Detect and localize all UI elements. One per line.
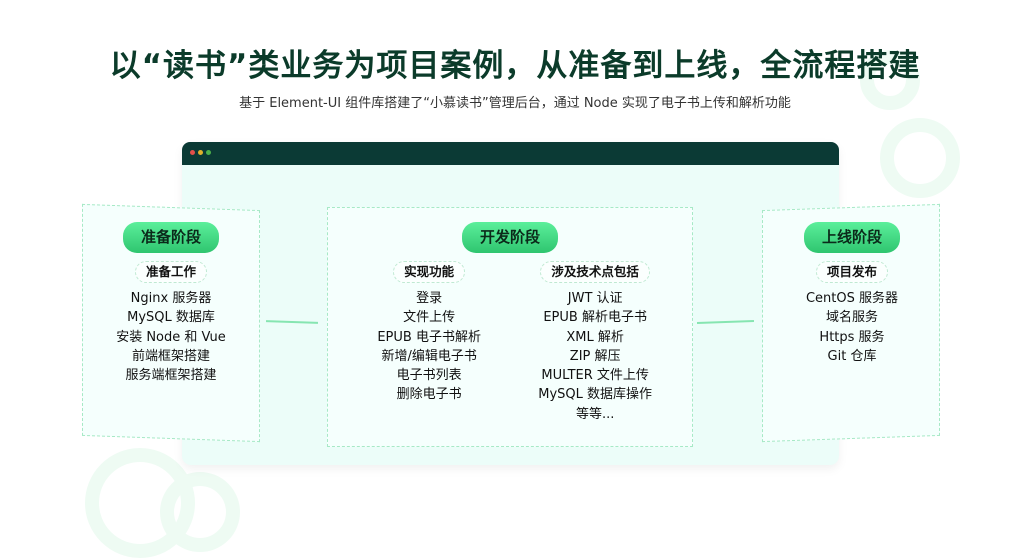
prep-phase-badge: 准备阶段 bbox=[122, 222, 219, 253]
launch-phase-badge: 上线阶段 bbox=[803, 222, 900, 253]
list-item: 新增/编辑电子书 bbox=[381, 348, 477, 364]
list-item: 安装 Node 和 Vue bbox=[116, 329, 226, 345]
prep-items-list: Nginx 服务器 MySQL 数据库 安装 Node 和 Vue 前端框架搭建… bbox=[95, 289, 247, 385]
list-item: 文件上传 bbox=[403, 310, 456, 326]
list-item: MySQL 数据库操作 bbox=[538, 387, 653, 403]
list-item: EPUB 电子书解析 bbox=[377, 329, 481, 345]
list-item: CentOS 服务器 bbox=[805, 291, 899, 306]
page-subtitle: 基于 Element-UI 组件库搭建了“小慕读书”管理后台，通过 Node 实… bbox=[239, 96, 791, 111]
prep-phase-content: 准备阶段 准备工作 Nginx 服务器 MySQL 数据库 安装 Node 和 … bbox=[95, 222, 247, 385]
list-item: 删除电子书 bbox=[396, 387, 462, 403]
list-item: 域名服务 bbox=[825, 310, 878, 326]
list-item: JWT 认证 bbox=[567, 291, 623, 306]
list-item: EPUB 解析电子书 bbox=[543, 310, 647, 326]
list-item: Nginx 服务器 bbox=[130, 291, 212, 306]
list-item: XML 解析 bbox=[566, 329, 624, 345]
window-titlebar bbox=[182, 142, 839, 165]
list-item: MULTER 文件上传 bbox=[541, 368, 649, 384]
list-item: MySQL 数据库 bbox=[127, 310, 215, 326]
dev-phase-badge: 开发阶段 bbox=[461, 222, 558, 253]
launch-items-list: CentOS 服务器 域名服务 Https 服务 Git 仓库 bbox=[776, 289, 928, 366]
list-item: 电子书列表 bbox=[396, 368, 462, 384]
maximize-dot-icon bbox=[206, 150, 211, 155]
decor-swirl-bottom-left-2 bbox=[160, 472, 240, 552]
tech-tag: 涉及技术点包括 bbox=[540, 261, 650, 283]
list-item: 等等... bbox=[575, 406, 615, 422]
release-tag: 项目发布 bbox=[815, 261, 888, 283]
list-item: 前端框架搭建 bbox=[131, 348, 210, 364]
prep-work-tag: 准备工作 bbox=[134, 261, 207, 283]
list-item: 登录 bbox=[416, 291, 443, 306]
list-item: ZIP 解压 bbox=[569, 348, 621, 364]
tech-list: JWT 认证 EPUB 解析电子书 XML 解析 ZIP 解压 MULTER 文… bbox=[511, 289, 679, 424]
close-dot-icon bbox=[190, 150, 195, 155]
dev-phase-content: 开发阶段 实现功能 登录 文件上传 EPUB 电子书解析 新增/编辑电子书 电子… bbox=[327, 222, 693, 424]
launch-phase-content: 上线阶段 项目发布 CentOS 服务器 域名服务 Https 服务 Git 仓… bbox=[776, 222, 928, 366]
list-item: 服务端框架搭建 bbox=[125, 368, 217, 384]
minimize-dot-icon bbox=[198, 150, 203, 155]
page-title: 以“读书”类业务为项目案例，从准备到上线，全流程搭建 bbox=[109, 48, 921, 84]
decor-swirl-top-right-2 bbox=[880, 118, 960, 198]
list-item: Git 仓库 bbox=[827, 348, 877, 364]
features-tag: 实现功能 bbox=[393, 261, 466, 283]
list-item: Https 服务 bbox=[819, 329, 885, 345]
features-list: 登录 文件上传 EPUB 电子书解析 新增/编辑电子书 电子书列表 删除电子书 bbox=[327, 289, 531, 405]
